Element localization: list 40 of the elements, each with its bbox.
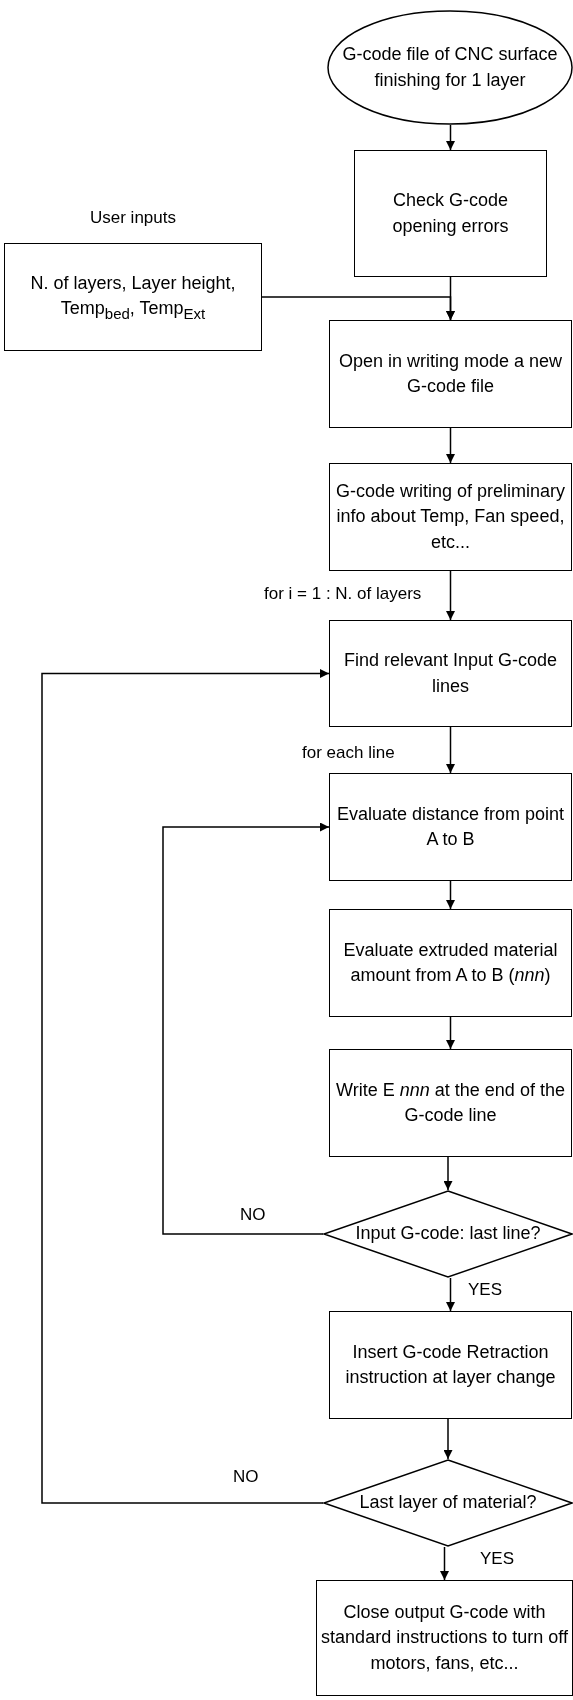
node-text: Close output G-code with standard instructions to turn off motors, fans, etc... <box>320 1601 569 1675</box>
node-text: Evaluate extruded material amount from A to B (nnn) <box>342 938 559 987</box>
start-ellipse <box>327 10 573 125</box>
decision-diamond <box>323 1190 573 1278</box>
node-text: N. of layers, Layer height, Temp$_{bed}$, Temp$_{Ext}$ <box>29 271 237 324</box>
process-box <box>329 620 572 727</box>
process-box <box>329 909 572 1017</box>
process-box <box>329 1049 572 1157</box>
node-text: Input G-code: last line? <box>354 1222 542 1246</box>
node-text: G-code writing of preliminary info about Temp, Fan speed, etc... <box>334 480 567 554</box>
process-box <box>329 773 572 881</box>
arrow <box>446 570 455 621</box>
node-text: Last layer of material? <box>358 1491 538 1515</box>
arrow <box>440 1546 449 1581</box>
node-text: Check G-code opening errors <box>391 189 510 238</box>
process-box <box>329 463 572 571</box>
arrow <box>446 1277 455 1312</box>
node-text: Open in writing mode a new G-code file <box>337 349 564 398</box>
process-box <box>354 150 547 277</box>
arrow <box>41 669 330 1504</box>
decision-diamond <box>323 1459 573 1547</box>
arrow <box>446 124 455 151</box>
node-text: Insert G-code Retraction instruction at layer change <box>344 1340 557 1389</box>
node-text: Write E nnn at the end of the G-code line <box>335 1078 566 1127</box>
process-box <box>316 1580 573 1696</box>
arrow <box>443 1418 453 1460</box>
arrow <box>446 1016 455 1050</box>
arrow <box>443 1156 453 1191</box>
arrow <box>446 427 455 464</box>
arrow <box>162 822 330 1235</box>
process-box <box>329 320 572 428</box>
process-box <box>329 1311 572 1419</box>
arrow <box>446 726 455 774</box>
input-heading: User inputs <box>89 208 177 228</box>
node-text: Evaluate distance from point A to B <box>335 802 566 851</box>
arrow <box>261 296 455 321</box>
node-text: Find relevant Input G-code lines <box>342 649 559 698</box>
node-text: G-code file of CNC surface finishing for 1 layer <box>341 43 559 92</box>
edge-label: for i = 1 : N. of layers <box>262 584 424 604</box>
arrow <box>446 880 455 910</box>
